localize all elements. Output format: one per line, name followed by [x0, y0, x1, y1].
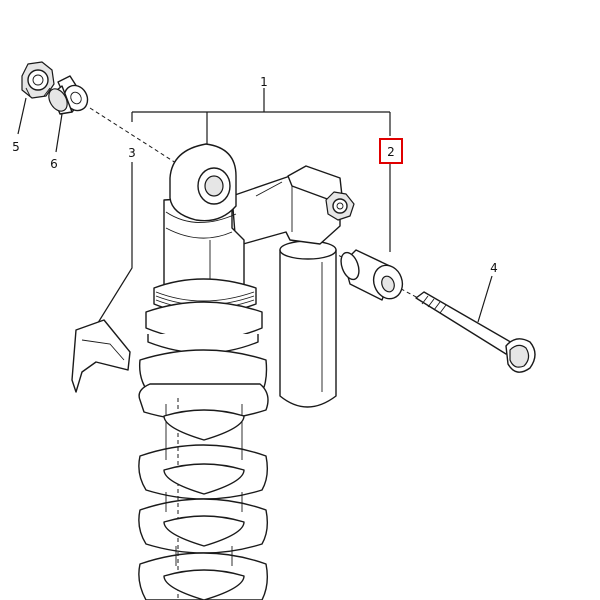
leader-4: [477, 275, 493, 323]
callout-2: 2: [387, 145, 395, 159]
coil-spring[interactable]: [138, 349, 269, 600]
part-6-collar[interactable]: [45, 75, 92, 115]
part-4-bolt[interactable]: [415, 291, 536, 373]
callout-3: 3: [128, 146, 136, 160]
callout-1: 1: [260, 75, 268, 89]
leader-6: [55, 113, 63, 153]
part-2-collar[interactable]: [338, 249, 407, 303]
reservoir[interactable]: [279, 240, 337, 408]
part-3-shield[interactable]: [71, 319, 131, 393]
callout-4: 4: [490, 261, 498, 275]
callout-6: 6: [50, 157, 58, 171]
part-5-nut[interactable]: [21, 61, 55, 99]
callout-2-highlight: [379, 138, 403, 164]
leader-3: [95, 162, 133, 327]
callout-bracket-1: [131, 88, 391, 148]
reservoir-head[interactable]: [231, 165, 355, 247]
spring-preload-collar[interactable]: [145, 278, 263, 354]
leader-5: [17, 97, 27, 135]
callout-5: 5: [12, 140, 20, 154]
